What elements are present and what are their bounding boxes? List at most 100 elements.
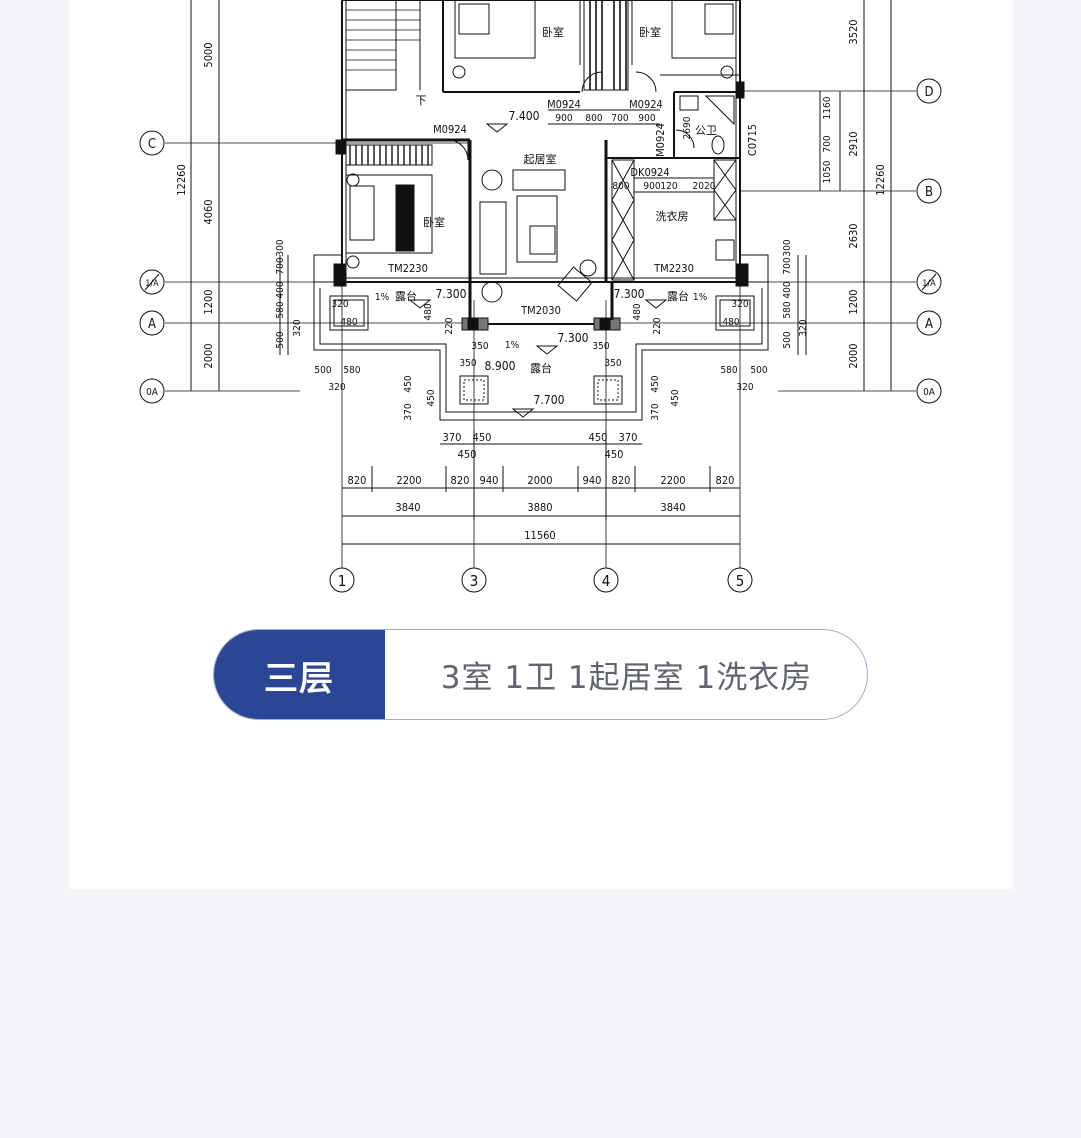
stair-down-label: 下: [416, 94, 427, 107]
room-label-bedroom-top-right: 卧室: [639, 25, 661, 39]
dim-label: 320: [798, 319, 809, 336]
dim-label: 500: [782, 331, 793, 348]
grid-label-b: B: [925, 185, 933, 200]
dim-label: 500: [275, 331, 286, 348]
dim-label: 220: [652, 317, 663, 334]
dim-label: 700: [275, 257, 286, 274]
door-code: TM2230: [387, 262, 428, 275]
dim-label: 320: [328, 382, 345, 393]
door-code: M0924: [654, 123, 667, 157]
dim-label: 450: [426, 389, 437, 406]
dim-label: 370: [403, 403, 414, 420]
dim-label: 2000: [847, 343, 860, 368]
dim-label: 3880: [527, 501, 552, 514]
dim-label: 320: [331, 299, 348, 310]
window-code: C0715: [746, 124, 759, 156]
floor-description: 3室 1卫 1起居室 1洗衣房: [440, 660, 813, 696]
dim-label: 900: [555, 113, 572, 124]
slope-label: 1%: [693, 292, 708, 303]
dim-label: 450: [458, 448, 477, 461]
dim-label: 800: [585, 113, 602, 124]
door-code: M0924: [547, 98, 581, 111]
dim-label: 1200: [847, 289, 860, 314]
dim-label: 320: [736, 382, 753, 393]
room-label-bedroom-left: 卧室: [423, 215, 445, 229]
dim-label: 450: [403, 375, 414, 392]
dim-label: 3840: [395, 501, 420, 514]
dim-label: 480: [340, 317, 357, 328]
grid-col-1: 1: [338, 572, 347, 590]
dim-label: 500: [750, 365, 767, 376]
dim-label: 820: [451, 474, 470, 487]
dim-label: 12260: [874, 164, 887, 195]
door-code: DK0924: [630, 166, 669, 179]
dim-label: 820: [716, 474, 735, 487]
dim-label: 500: [314, 365, 331, 376]
grid-label-0a: 0A: [146, 387, 159, 398]
dim-label: 450: [589, 431, 608, 444]
elevation-label: 7.700: [534, 393, 565, 407]
door-code: M0924: [629, 98, 663, 111]
dim-label: 800: [612, 181, 629, 192]
floor-badge: 三层: [214, 630, 385, 719]
door-code: TM2030: [520, 304, 561, 317]
dim-label: 350: [604, 358, 621, 369]
room-label-terrace-center: 露台: [530, 361, 552, 375]
room-label-bath: 公卫: [695, 124, 717, 137]
dim-label: 450: [473, 431, 492, 444]
dim-label: 11560: [524, 529, 555, 542]
dim-label: 2910: [847, 131, 860, 156]
dim-label: 450: [670, 389, 681, 406]
dim-label: 1160: [822, 96, 833, 119]
grid-col-4: 4: [602, 572, 611, 590]
dim-label: 400: [782, 281, 793, 298]
dim-label: 370: [650, 403, 661, 420]
room-label-living: 起居室: [524, 152, 557, 166]
room-label-bedroom-top-left: 卧室: [542, 25, 564, 39]
floor-summary-pill: 三层 3室 1卫 1起居室 1洗衣房: [213, 629, 868, 720]
grid-col-3: 3: [470, 572, 479, 590]
dim-label: 580: [275, 301, 286, 318]
grid-label-d: D: [924, 85, 933, 100]
grid-label-1a: 1/A: [922, 279, 936, 289]
grid-label-a: A: [925, 317, 933, 332]
dim-label: 2200: [660, 474, 685, 487]
elevation-label: 7.400: [509, 109, 540, 123]
dim-label: 450: [605, 448, 624, 461]
dim-label: 820: [348, 474, 367, 487]
dim-label: 2000: [202, 343, 215, 368]
dim-label: 700: [782, 257, 793, 274]
dim-label: 350: [592, 341, 609, 352]
dim-label: 3520: [847, 19, 860, 44]
dim-label: 300: [782, 239, 793, 256]
dim-label: 2690: [682, 116, 693, 139]
dim-label: 370: [443, 431, 462, 444]
dim-label: 5000: [202, 42, 215, 67]
dim-label: 320: [292, 319, 303, 336]
dim-label: 300: [275, 239, 286, 256]
room-label-terrace-right: 露台: [667, 289, 689, 303]
dim-label: 370: [619, 431, 638, 444]
dim-label: 480: [423, 303, 434, 320]
dim-label: 12260: [175, 164, 188, 195]
dim-label: 900: [643, 181, 660, 192]
dim-label: 580: [720, 365, 737, 376]
grid-label-1a: 1/A: [145, 279, 159, 289]
elevation-label: 7.300: [436, 287, 467, 301]
door-code: TM2230: [653, 262, 694, 275]
dim-label: 2630: [847, 223, 860, 248]
dim-label: 3840: [660, 501, 685, 514]
dim-label: 480: [722, 317, 739, 328]
dim-label: 700: [822, 135, 833, 152]
grid-label-0a: 0A: [923, 387, 936, 398]
dim-label: 1050: [822, 160, 833, 183]
dim-label: 350: [471, 341, 488, 352]
dim-label: 1200: [202, 289, 215, 314]
dim-label: 320: [731, 299, 748, 310]
dim-label: 580: [782, 301, 793, 318]
dim-label: 450: [650, 375, 661, 392]
elevation-label: 8.900: [485, 359, 516, 373]
dim-label: 940: [583, 474, 602, 487]
floor-plan-drawing: 卧室 卧室 起居室 卧室 洗衣房 公卫 露台 露台 露台 下 7.400 7.3…: [139, 0, 942, 593]
dim-label: 700: [611, 113, 628, 124]
